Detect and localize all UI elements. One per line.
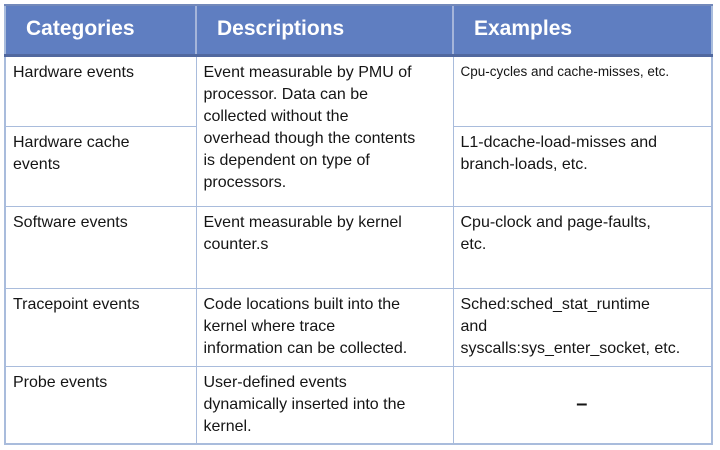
cell-example: Cpu-cycles and cache-misses, etc. [452,55,713,127]
table-row-hardware-cache-events: Hardware cache events L1-dcache-load-mis… [4,126,713,207]
table-body: Hardware events Event measurable by PMU … [4,55,713,445]
cell-category: Software events [4,206,197,289]
cell-example: Cpu-clock and page-faults, etc. [452,206,713,289]
header-row: Categories Descriptions Examples [5,4,712,57]
events-table-container: Categories Descriptions Examples Hardwar… [4,4,713,446]
cell-category: Probe events [4,366,197,445]
col-header-descriptions: Descriptions [195,4,453,57]
cell-example: Sched:sched_stat_runtime and syscalls:sy… [452,288,713,367]
table-row-probe-events: Probe events User-defined events dynamic… [4,366,713,445]
col-header-examples: Examples [452,4,712,57]
cell-description: Code locations built into the kernel whe… [195,288,454,367]
table-header: Categories Descriptions Examples [5,4,712,57]
cell-description-merged: Event measurable by PMU of processor. Da… [195,55,454,207]
col-header-categories: Categories [5,4,196,57]
cell-category: Hardware events [4,55,197,127]
table-row-software-events: Software events Event measurable by kern… [4,206,713,289]
perf-events-table: Categories Descriptions Examples Hardwar… [4,4,713,446]
cell-category: Tracepoint events [4,288,197,367]
cell-example: L1-dcache-load-misses and branch-loads, … [452,126,713,207]
cell-category: Hardware cache events [4,126,197,207]
cell-description: User-defined events dynamically inserted… [195,366,454,445]
cell-example-dash: – [452,366,713,445]
table-row-hardware-events: Hardware events Event measurable by PMU … [4,55,713,207]
cell-description: Event measurable by kernel counter.s [195,206,454,289]
table-row-tracepoint-events: Tracepoint events Code locations built i… [4,288,713,367]
